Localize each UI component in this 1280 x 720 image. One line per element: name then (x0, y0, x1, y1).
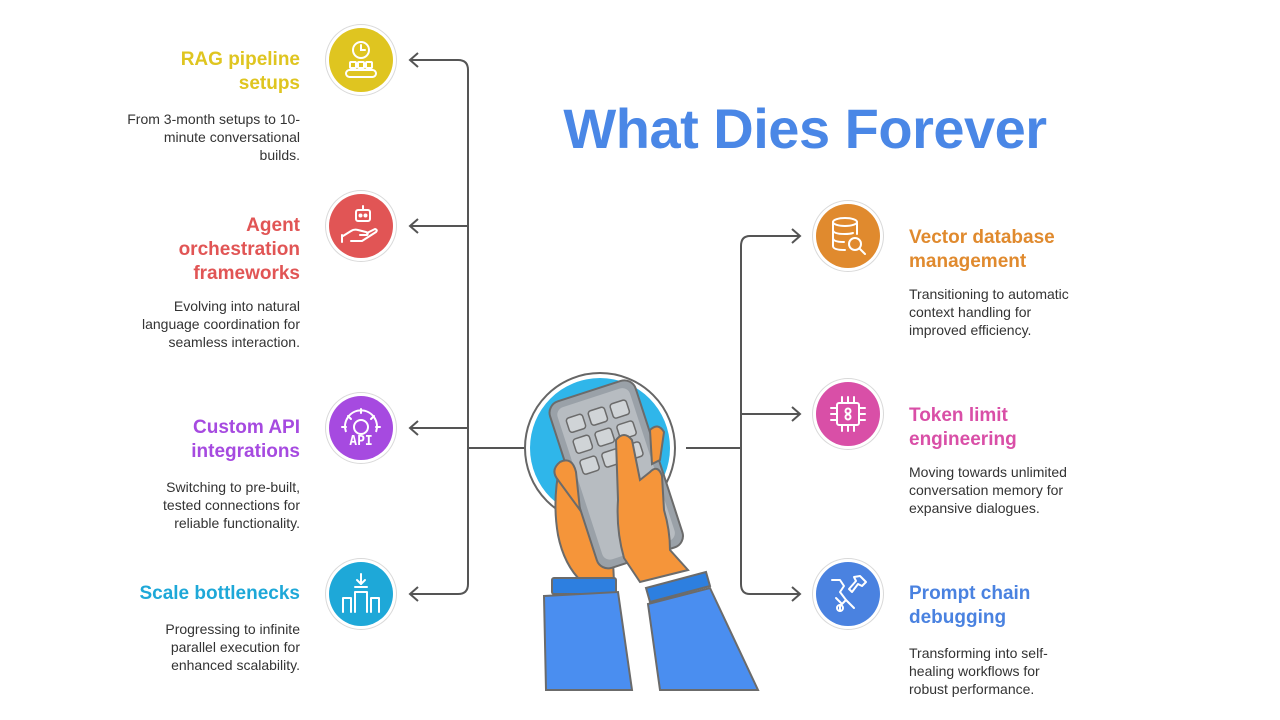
token-description: Moving towards unlimited conversation me… (909, 464, 1067, 516)
database-search-icon (832, 217, 866, 255)
right-cuff (644, 570, 712, 604)
agent-description: Evolving into natural language coordinat… (141, 298, 300, 350)
arrowhead-rag (408, 52, 419, 68)
token-icon-circle (816, 382, 880, 446)
left-sleeve (542, 590, 634, 691)
arrowhead-scale (408, 586, 419, 602)
agent-icon-circle (329, 194, 393, 258)
scale-icon-circle (329, 562, 393, 626)
conveyor-clock-icon (345, 41, 377, 78)
right-hand (614, 434, 690, 584)
rag-icon-circle (329, 28, 393, 92)
vector-description: Transitioning to automatic context handl… (909, 286, 1069, 338)
rag-description: From 3-month setups to 10-minute convers… (127, 111, 300, 163)
right-sleeve (646, 586, 760, 691)
page-title: What Dies Forever (563, 97, 1047, 160)
bottleneck-icon (342, 573, 380, 613)
agent-heading: Agent orchestration frameworks (178, 215, 300, 284)
scale-description: Progressing to infinite parallel executi… (165, 621, 300, 673)
prompt-heading: Prompt chain debugging (909, 583, 1031, 628)
arrowhead-agent (408, 218, 419, 234)
prompt-description: Transforming into self-healing workflows… (909, 645, 1048, 697)
arrowhead-token (791, 406, 802, 422)
api-icon-circle: API (329, 396, 393, 460)
arrowhead-prompt (791, 586, 802, 602)
vector-icon-circle (816, 204, 880, 268)
left-cuff (551, 577, 617, 595)
vector-heading: Vector database management (909, 227, 1055, 272)
left-thumb (553, 459, 582, 514)
arrowhead-vector (791, 228, 802, 244)
scale-heading: Scale bottlenecks (139, 583, 300, 604)
api-description: Switching to pre-built, tested connectio… (163, 479, 300, 531)
robot-hand-icon (341, 205, 378, 243)
api-heading: Custom API integrations (191, 417, 300, 462)
prompt-icon-circle (816, 562, 880, 626)
token-heading: Token limit engineering (909, 405, 1017, 450)
arrowhead-api (408, 420, 419, 436)
left-trunk-line (410, 59, 469, 595)
chip-icon (830, 396, 866, 432)
hands-keypad-illustration (524, 372, 760, 691)
api-gear-icon: API (341, 408, 381, 449)
svg-text:API: API (349, 434, 372, 449)
right-fingertip (648, 425, 666, 466)
wrench-tool-icon (831, 575, 867, 612)
rag-heading: RAG pipeline setups (180, 49, 300, 94)
